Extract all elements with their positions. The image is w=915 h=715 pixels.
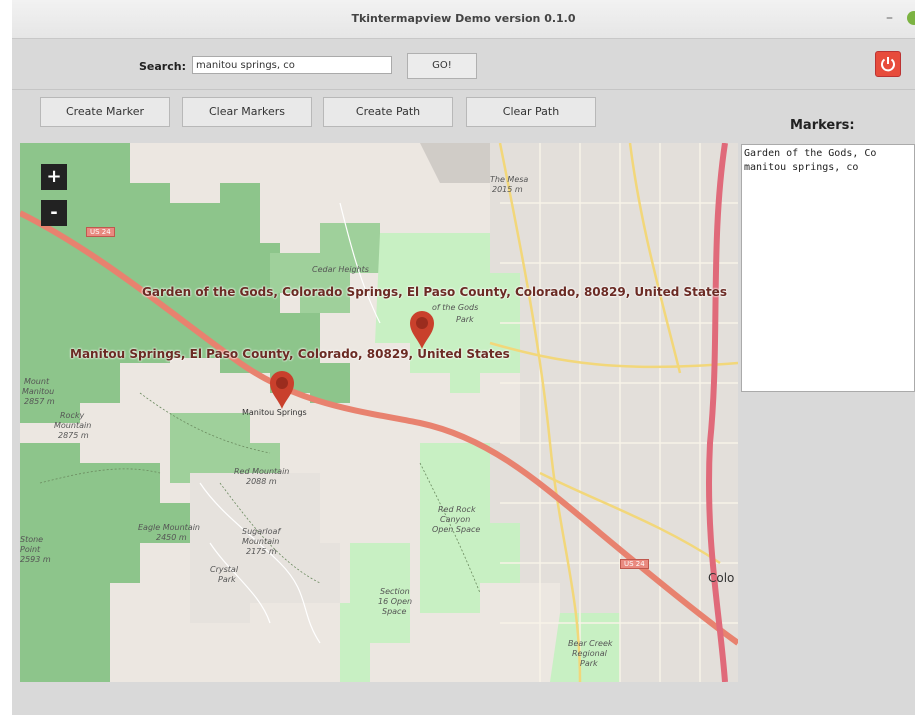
mountain-roads xyxy=(199,202,381,644)
place-label: 2088 m xyxy=(246,477,277,486)
markers-heading: Markers: xyxy=(790,118,855,133)
highway-us24 xyxy=(20,210,738,646)
urban-area xyxy=(490,143,738,682)
place-label: Open Space xyxy=(432,525,481,534)
place-label: Red Mountain xyxy=(234,467,290,476)
place-label: 16 Open xyxy=(378,597,413,606)
window-title: Tkintermapview Demo version 0.1.0 xyxy=(351,12,576,25)
arterial-roads xyxy=(489,143,738,682)
highway-i25 xyxy=(706,143,728,682)
place-label: Eagle Mountain xyxy=(138,523,200,532)
go-button[interactable]: GO! xyxy=(407,53,477,79)
park-area xyxy=(340,543,410,682)
map-marker-pin[interactable] xyxy=(408,309,436,351)
place-label: 2450 m xyxy=(156,533,187,542)
maximize-button[interactable] xyxy=(907,11,915,25)
urban-area xyxy=(420,143,490,183)
place-label: Colo xyxy=(708,571,735,585)
zoom-out-button[interactable]: - xyxy=(41,200,67,226)
search-bar: Search: GO! xyxy=(12,39,915,90)
route-shield: US 24 xyxy=(620,559,649,569)
place-label: 2857 m xyxy=(24,397,55,406)
place-label: The Mesa xyxy=(490,175,529,184)
map-widget[interactable]: + - The Mesa 2015 m Cedar Heights of the… xyxy=(20,143,738,682)
map-marker-pin[interactable] xyxy=(268,369,296,411)
park-area xyxy=(375,233,520,393)
place-label: Mountain xyxy=(242,537,280,546)
create-path-button[interactable]: Create Path xyxy=(323,97,453,127)
place-label: Section xyxy=(380,587,410,596)
place-label: Stone xyxy=(20,535,44,544)
marker-label: Manitou Springs, El Paso County, Colorad… xyxy=(70,347,510,361)
place-label: of the Gods xyxy=(432,303,479,312)
place-label: 2015 m xyxy=(492,185,523,194)
place-label: Cedar Heights xyxy=(312,265,369,274)
create-marker-button[interactable]: Create Marker xyxy=(40,97,170,127)
window-edge xyxy=(0,0,16,715)
place-label: Park xyxy=(580,659,598,668)
place-label: Manitou xyxy=(22,387,55,396)
place-label: Space xyxy=(382,607,407,616)
trails xyxy=(39,392,481,594)
power-icon xyxy=(881,57,895,72)
street-grid xyxy=(500,143,738,682)
park-area xyxy=(550,613,620,682)
place-label: Crystal xyxy=(210,565,239,574)
marker-label: Garden of the Gods, Colorado Springs, El… xyxy=(142,285,727,299)
map-tiles xyxy=(20,143,738,682)
place-label: 2175 m xyxy=(246,547,277,556)
place-label: Park xyxy=(456,315,474,324)
place-label: Red Rock xyxy=(438,505,476,514)
place-label: Mountain xyxy=(54,421,92,430)
route-shield: US 24 xyxy=(86,227,115,237)
place-label: Rocky xyxy=(60,411,85,420)
place-label: Canyon xyxy=(440,515,471,524)
minimize-button[interactable]: – xyxy=(886,10,893,26)
place-label: Manitou Springs xyxy=(242,408,307,417)
clear-path-button[interactable]: Clear Path xyxy=(466,97,596,127)
markers-list-item[interactable]: Garden of the Gods, Co xyxy=(744,148,877,159)
title-bar: Tkintermapview Demo version 0.1.0 – xyxy=(12,0,915,39)
forest-area xyxy=(170,413,280,513)
zoom-in-button[interactable]: + xyxy=(41,164,67,190)
power-button[interactable] xyxy=(875,51,901,77)
forest-area xyxy=(20,143,350,423)
place-label: Park xyxy=(218,575,236,584)
place-label: Bear Creek xyxy=(568,639,613,648)
forest-area xyxy=(20,443,190,682)
markers-listbox[interactable]: Garden of the Gods, Co manitou springs, … xyxy=(741,144,915,392)
place-label: Sugarloaf xyxy=(242,527,281,536)
markers-list-item[interactable]: manitou springs, co xyxy=(744,162,859,173)
place-label: 2593 m xyxy=(20,555,51,564)
search-label: Search: xyxy=(139,60,186,73)
forest-area xyxy=(270,223,380,313)
place-label: Point xyxy=(20,545,41,554)
place-label: Mount xyxy=(24,377,50,386)
clear-markers-button[interactable]: Clear Markers xyxy=(182,97,312,127)
park-area xyxy=(420,443,520,613)
search-input[interactable] xyxy=(192,56,392,74)
place-label: Regional xyxy=(572,649,607,658)
place-label: 2875 m xyxy=(58,431,89,440)
